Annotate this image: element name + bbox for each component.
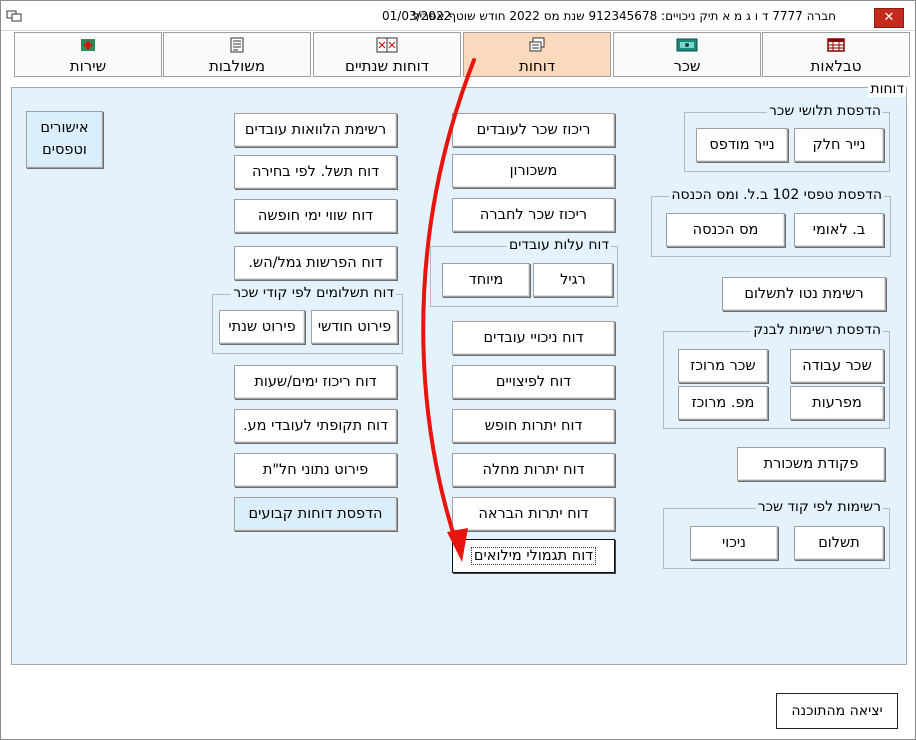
exit-button[interactable]: יציאה מהתוכנה [776,693,898,729]
pension-contributions-report-button[interactable]: דוח הפרשות גמל/הש. [234,246,397,280]
salary-icon [676,38,698,52]
annual-detail-button[interactable]: פירוט שנתי [219,310,305,344]
tab-combined[interactable]: משולבות [163,32,311,77]
vacation-value-report-button[interactable]: דוח שווי ימי חופשה [234,199,397,233]
group-label: הדפסת רשימות לבנק [751,322,883,338]
tab-label: שכר [673,57,701,75]
group-bank-lists: הדפסת רשימות לבנק [663,322,890,429]
service-icon [81,39,95,51]
print-fixed-reports-button[interactable]: הדפסת דוחות קבועים [234,497,397,531]
payment-button[interactable]: תשלום [794,526,884,560]
employee-salary-summary-button[interactable]: ריכוז שכר לעובדים [452,113,615,147]
tab-service[interactable]: שירות [14,32,162,77]
tab-reports[interactable]: דוחות [463,32,611,77]
group-employee-cost: דוח עלות עובדים [430,237,618,307]
reserve-duty-report-button[interactable]: דוח תגמולי מילואים [452,539,615,573]
group-payslips: הדפסת תלושי שכר [684,103,890,172]
tab-label: דוחות שנתיים [345,57,429,75]
tab-label: דוחות [518,57,556,75]
unpaid-leave-details-button[interactable]: פירוט נתוני חל"ת [234,453,397,487]
group-label: דוח עלות עובדים [507,237,611,253]
group-label: הדפסת טפסי 102 ב.ל. ומס הכנסה [669,187,884,203]
group-forms102: הדפסת טפסי 102 ב.ל. ומס הכנסה [651,187,891,257]
payslip-button[interactable]: משכורון [452,154,615,188]
employee-deductions-report-button[interactable]: דוח ניכויי עובדים [452,321,615,355]
special-button[interactable]: מיוחד [442,263,530,297]
approvals-forms-button[interactable]: אישורים וטפסים [26,111,103,168]
national-insurance-button[interactable]: ב. לאומי [794,213,884,247]
work-salary-button[interactable]: שכר עבודה [790,349,884,383]
reports-icon [529,37,545,52]
vacation-balance-report-button[interactable]: דוח יתרות חופש [452,409,615,443]
group-label: דוח תשלומים לפי קודי שכר [231,285,396,301]
title-bar [1,1,915,31]
deduction-button[interactable]: ניכוי [690,526,778,560]
advances-button[interactable]: מפרעות [790,386,884,420]
income-tax-button[interactable]: מס הכנסה [666,213,785,247]
title-date: 01/03/2022 [382,9,452,23]
recreation-balance-report-button[interactable]: דוח יתרות הבראה [452,497,615,531]
table-icon [827,38,845,52]
monthly-detail-button[interactable]: פירוט חודשי [311,310,398,344]
net-payment-list-button[interactable]: רשימת נטו לתשלום [722,277,886,311]
days-hours-summary-button[interactable]: דוח ריכוז ימים/שעות [234,365,397,399]
group-by-salary-code: רשימות לפי קוד שכר [663,499,890,569]
sick-balance-report-button[interactable]: דוח יתרות מחלה [452,453,615,487]
group-label: הדפסת תלושי שכר [767,103,883,119]
annual-reports-icon [376,37,398,53]
panel-title: דוחות [868,81,906,97]
consolidated-salary-button[interactable]: שכר מרוכז [678,349,768,383]
group-label: רשימות לפי קוד שכר [755,499,883,515]
printed-paper-button[interactable]: נייר מודפס [696,128,788,162]
consolidated-advances-button[interactable]: מפ. מרוכז [678,386,768,420]
periodic-report-button[interactable]: דוח תקופתי לעובדי מע. [234,409,397,443]
title-text: חברה 7777 ד ו ג מ א תיק ניכויים: 9123456… [412,9,836,23]
company-salary-summary-button[interactable]: ריכוז שכר לחברה [452,198,615,232]
salary-order-button[interactable]: פקודת משכורת [737,447,885,481]
regular-button[interactable]: רגיל [533,263,613,297]
payment-by-choice-report-button[interactable]: דוח תשל. לפי בחירה [234,155,397,189]
tab-label: טבלאות [810,57,862,75]
tab-label: משולבות [208,57,266,75]
tab-annual-reports[interactable]: דוחות שנתיים [313,32,461,77]
tab-salary[interactable]: שכר [613,32,761,77]
employee-loans-list-button[interactable]: רשימת הלוואות עובדים [234,113,397,147]
tab-label: שירות [69,57,107,75]
tab-tables[interactable]: טבלאות [762,32,910,77]
app-icon [6,10,22,22]
severance-report-button[interactable]: דוח לפיצויים [452,365,615,399]
plain-paper-button[interactable]: נייר חלק [794,128,884,162]
group-payments-by-code: דוח תשלומים לפי קודי שכר [212,285,403,354]
combined-icon [230,37,244,53]
close-button[interactable]: ✕ [874,8,904,28]
